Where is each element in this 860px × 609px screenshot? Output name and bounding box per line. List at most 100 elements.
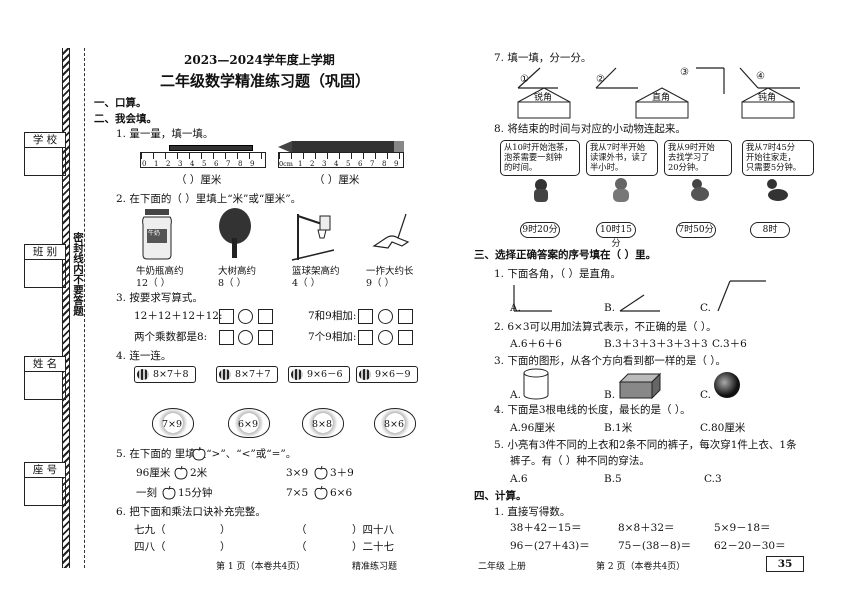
answer-circle[interactable] xyxy=(378,309,393,324)
answer-box[interactable] xyxy=(219,330,234,345)
c3-opt-c[interactable]: C. xyxy=(700,389,711,401)
time-pill-4[interactable]: 8时 xyxy=(750,222,790,238)
calc-2-1[interactable]: 96－(27＋43)＝ xyxy=(510,540,590,552)
answer-circle[interactable] xyxy=(238,330,253,345)
c5-opt-a[interactable]: A.6 xyxy=(510,473,528,485)
q5-b-left: 3×9 xyxy=(286,467,309,479)
c4-opt-b[interactable]: B.1米 xyxy=(604,422,633,434)
honey-pot-text: 6×9 xyxy=(238,419,259,430)
calc-2-2[interactable]: 75－(38－8)＝ xyxy=(618,540,692,552)
house-obtuse[interactable]: 钝角 xyxy=(758,93,777,103)
calc-2-3[interactable]: 62－20－30＝ xyxy=(714,540,786,552)
apple-blank[interactable] xyxy=(162,485,176,500)
rooster-icon xyxy=(691,179,709,201)
answer-circle[interactable] xyxy=(238,309,253,324)
bee-icon xyxy=(219,369,231,380)
ruler-2-labels: 0cm 1 2 3 4 5 6 7 8 9 xyxy=(278,158,404,168)
c2-opt-c[interactable]: C.3＋6 xyxy=(712,338,747,350)
q6-r2-c[interactable]: （ xyxy=(296,541,307,553)
speech-bubble-1: 从10时开始泡茶， 泡茶需要一刻钟 的时间。 xyxy=(500,140,580,176)
name-field[interactable] xyxy=(24,372,66,400)
answer-box[interactable] xyxy=(358,309,373,324)
hand-span-icon xyxy=(372,213,410,249)
answer-circle[interactable] xyxy=(378,330,393,345)
calc-1-1[interactable]: 38＋42－15＝ xyxy=(510,522,582,534)
q6-prompt: 6. 把下面和乘法口诀补充完整。 xyxy=(116,506,266,518)
bee-card-3[interactable]: 9×6－6 xyxy=(288,366,350,383)
honey-pot-2[interactable]: 6×9 xyxy=(228,408,270,438)
c3-opt-a[interactable]: A. xyxy=(510,389,521,401)
c5-prompt-2: 裤子。有（ ）种不同的穿法。 xyxy=(510,455,650,467)
q2-item-1-blank[interactable]: 12（ ） xyxy=(136,278,171,289)
seat-field[interactable] xyxy=(24,478,66,506)
honey-pot-text: 8×8 xyxy=(312,419,333,430)
c4-opt-a[interactable]: A.96厘米 xyxy=(510,422,556,434)
q2-item-3-blank[interactable]: 4（ ） xyxy=(292,278,321,289)
section-choice: 三、选择正确答案的序号填在（ ）里。 xyxy=(474,249,657,261)
section-calc: 四、计算。 xyxy=(474,490,527,502)
calc-1-3[interactable]: 5×9－18＝ xyxy=(714,522,771,534)
c1-opt-c[interactable]: C. xyxy=(700,302,711,314)
class-field[interactable] xyxy=(24,260,66,288)
q6-r1-c[interactable]: （ xyxy=(296,524,307,536)
q2-item-4-blank[interactable]: 9（ ） xyxy=(366,278,395,289)
c3-opt-b[interactable]: B. xyxy=(604,389,616,401)
answer-box[interactable] xyxy=(398,330,413,345)
q6-r1-d: ）四十八 xyxy=(352,524,394,536)
q2-item-2-blank[interactable]: 8（ ） xyxy=(218,278,247,289)
q5-d-left: 7×5 xyxy=(286,487,309,499)
tick-label: 4 xyxy=(190,160,195,168)
house-right[interactable]: 直角 xyxy=(652,93,671,103)
bee-card-4[interactable]: 9×6－9 xyxy=(356,366,418,383)
page-2-footer: 第 2 页（本卷共4页） xyxy=(596,562,686,572)
answer-box[interactable] xyxy=(258,309,273,324)
measured-bar xyxy=(169,145,253,151)
answer-box[interactable] xyxy=(258,330,273,345)
tick-label: 8 xyxy=(382,160,387,168)
time-pill-1[interactable]: 9时20分 xyxy=(520,222,560,238)
c4-opt-c[interactable]: C.80厘米 xyxy=(700,422,746,434)
q2-item-2-label: 大树高约 xyxy=(218,266,257,277)
time-pill-3[interactable]: 7时50分 xyxy=(676,222,716,238)
section-fill: 二、我会填。 xyxy=(94,113,157,125)
tick-label: 1 xyxy=(298,160,303,168)
c5-opt-c[interactable]: C.3 xyxy=(704,473,722,485)
page-1-tag: 精准练习题 xyxy=(352,562,398,572)
tick-label: 2 xyxy=(310,160,315,168)
angle-num-4: ④ xyxy=(756,71,765,82)
apple-blank[interactable] xyxy=(314,465,328,480)
q1-answer-2[interactable]: （ ）厘米 xyxy=(314,174,360,186)
seal-notice: 密封线内不要答题 xyxy=(72,232,84,316)
page-badge: 35 xyxy=(766,556,804,572)
house-acute[interactable]: 锐角 xyxy=(534,93,553,103)
q3-b-text: 两个乘数都是8: xyxy=(134,331,208,343)
honey-pot-3[interactable]: 8×8 xyxy=(302,408,344,438)
answer-box[interactable] xyxy=(219,309,234,324)
bee-card-2[interactable]: 8×7＋7 xyxy=(216,366,278,383)
c1-opt-a[interactable]: A. xyxy=(510,302,521,314)
cat-icon xyxy=(534,179,548,202)
answer-box[interactable] xyxy=(358,330,373,345)
school-field[interactable] xyxy=(24,148,66,176)
seat-label: 座 号 xyxy=(24,462,66,478)
honey-pot-4[interactable]: 8×6 xyxy=(374,408,416,438)
q1-answer-1[interactable]: （ ）厘米 xyxy=(176,174,222,186)
c5-opt-b[interactable]: B.5 xyxy=(604,473,622,485)
q5-d-right: 6×6 xyxy=(330,487,353,499)
c2-opt-a[interactable]: A.6＋6＋6 xyxy=(510,338,562,350)
q6-r2-b[interactable]: ） xyxy=(220,541,231,553)
apple-blank[interactable] xyxy=(174,465,188,480)
bee-icon xyxy=(137,369,149,380)
tick-label: 7 xyxy=(370,160,375,168)
answer-box[interactable] xyxy=(398,309,413,324)
apple-blank[interactable] xyxy=(314,485,328,500)
q6-r1-b[interactable]: ） xyxy=(220,524,231,536)
tick-label: 3 xyxy=(178,160,183,168)
bee-card-1[interactable]: 8×7＋8 xyxy=(134,366,196,383)
honey-pot-1[interactable]: 7×9 xyxy=(152,408,194,438)
q2-item-1-label: 牛奶瓶高约 xyxy=(136,266,184,277)
calc-1-2[interactable]: 8×8＋32＝ xyxy=(618,522,675,534)
time-pill-2[interactable]: 10时15分 xyxy=(596,222,636,249)
c1-opt-b[interactable]: B. xyxy=(604,302,616,314)
c2-opt-b[interactable]: B.3＋3＋3＋3＋3＋3 xyxy=(604,338,708,350)
